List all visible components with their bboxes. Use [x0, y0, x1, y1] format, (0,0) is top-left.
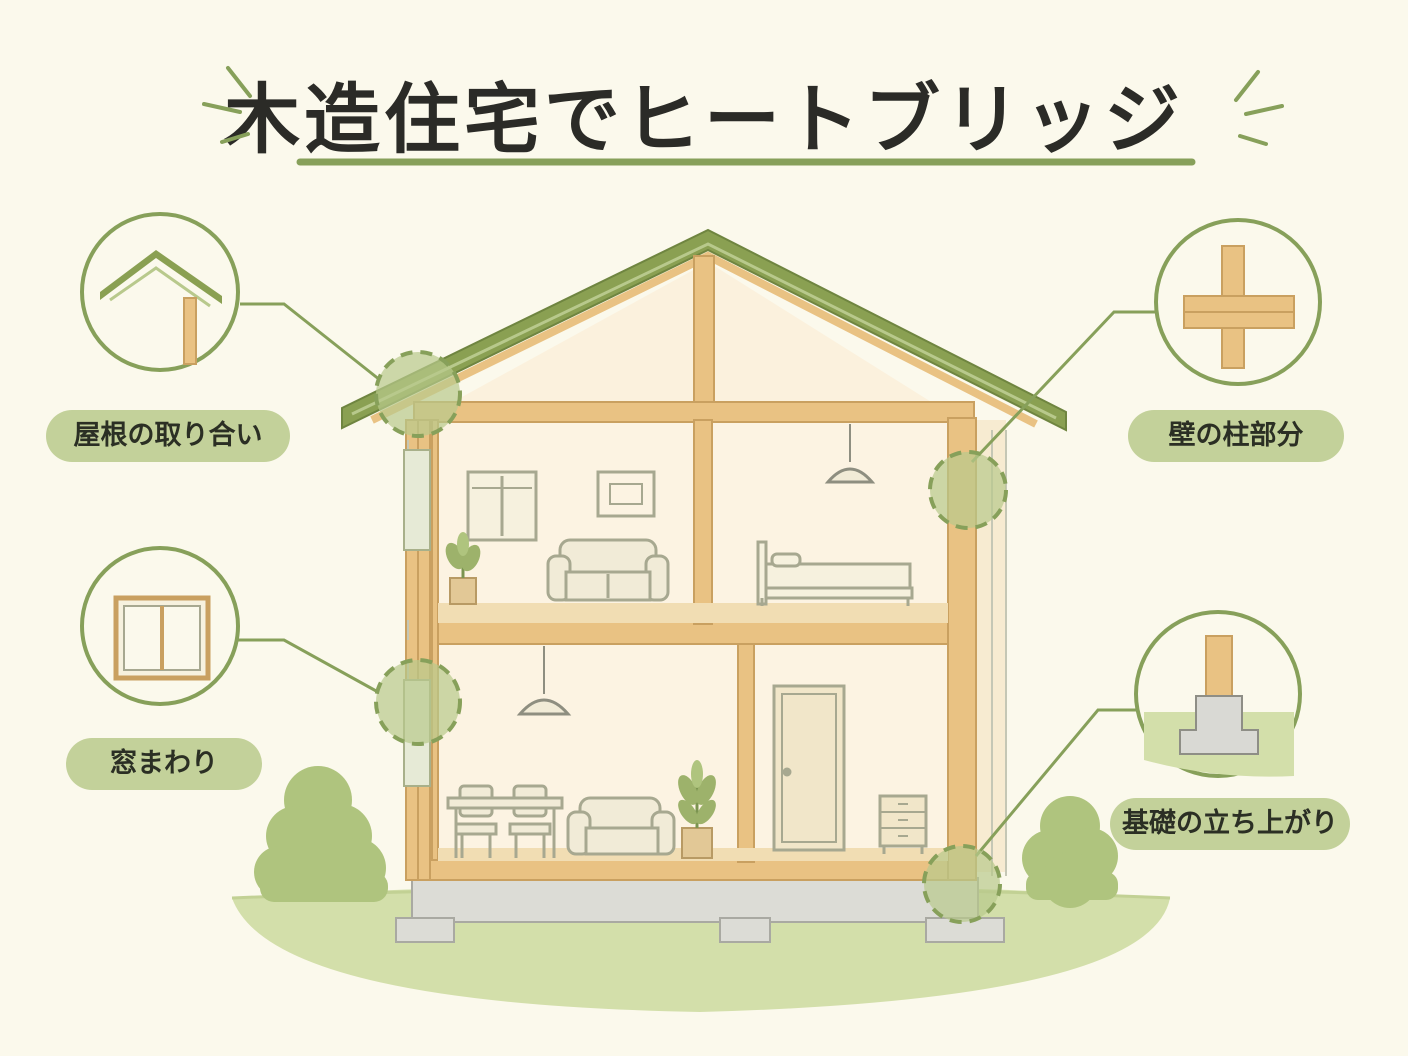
bed: [756, 540, 914, 606]
cabinet: [878, 794, 928, 854]
detail-roof-icon: [80, 212, 240, 372]
detail-window-icon: [80, 546, 240, 706]
pendant-lamp-upper: [824, 424, 876, 484]
sofa-upper: [546, 538, 670, 602]
highlight-pillar: [928, 450, 1008, 530]
detail-foundation-icon: [1134, 610, 1302, 778]
page-title: 木造住宅でヒートブリッジ: [224, 75, 1184, 164]
leader-lines: [236, 302, 1156, 857]
highlight-roof: [374, 350, 462, 438]
plant-lower: [678, 760, 716, 859]
highlight-window: [374, 658, 462, 746]
label-foundation-rise: 基礎の立ち上がり: [1110, 798, 1350, 850]
label-roof-junction: 屋根の取り合い: [46, 410, 290, 462]
title-decoration: [202, 66, 1284, 166]
upper-window: [466, 470, 538, 542]
foundation: [395, 877, 1005, 943]
sofa-lower: [566, 796, 676, 856]
dining-set: [446, 784, 564, 858]
picture-frame: [596, 470, 656, 518]
label-wall-pillar: 壁の柱部分: [1128, 410, 1344, 462]
highlight-foundation: [922, 844, 1002, 924]
plant-upper: [445, 532, 481, 605]
bush-left: [254, 766, 388, 902]
door: [772, 684, 846, 852]
detail-pillar-icon: [1154, 218, 1322, 386]
label-window-surround: 窓まわり: [66, 738, 262, 790]
bush-right: [1022, 796, 1118, 908]
pendant-lamp-lower: [516, 646, 572, 716]
